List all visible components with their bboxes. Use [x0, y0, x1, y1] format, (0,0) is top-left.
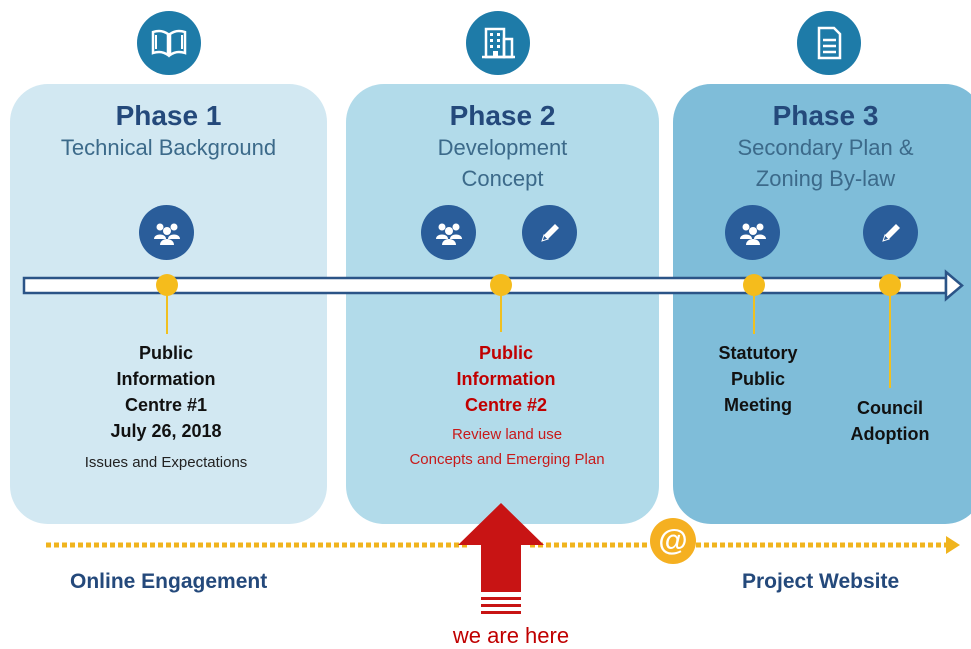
milestone-2-title: Public Information Centre #2: [406, 340, 606, 418]
we-are-here-label: we are here: [452, 623, 570, 648]
milestone-2-stem: [500, 290, 502, 332]
project-website-label: Project Website: [742, 570, 900, 593]
milestone-1-description: Issues and Expectations: [46, 450, 286, 475]
milestone-2-description-line: Review land use: [451, 426, 563, 443]
milestone-1-title-line: Public: [138, 343, 193, 363]
phase-2-title: Phase 2: [449, 100, 556, 131]
milestone-2-dot: [490, 274, 512, 296]
phase-2-subtitle: Development Concept: [346, 132, 659, 194]
phase-1-subtitle-line: Technical Background: [60, 135, 277, 160]
milestone-4-title-line: Council: [857, 398, 923, 418]
people-group-icon: [421, 205, 476, 260]
phase-1-subtitle: Technical Background: [10, 132, 327, 163]
milestone-3-title-line: Public: [730, 369, 785, 389]
milestone-2-title-line: Information: [456, 369, 556, 389]
milestone-3-stem: [753, 290, 755, 334]
engagement-dotted-arrow: [46, 536, 960, 554]
timeline-arrow: [22, 269, 964, 302]
milestone-1-stem: [166, 290, 168, 334]
milestone-3-title-line: Meeting: [723, 395, 792, 415]
milestone-2-description: Review land use Concepts and Emerging Pl…: [372, 422, 642, 472]
open-book-icon: [137, 11, 201, 75]
pencil-icon: [863, 205, 918, 260]
milestone-3-title-line: Statutory: [718, 343, 798, 363]
phase-1-panel: [10, 84, 327, 524]
online-engagement-label: Online Engagement: [70, 570, 268, 593]
milestone-2-description-line: Concepts and Emerging Plan: [409, 451, 605, 468]
milestone-1-title-line: Information: [116, 369, 216, 389]
phase-2-subtitle-line: Concept: [461, 166, 544, 191]
building-icon: [466, 11, 530, 75]
at-icon: @: [650, 518, 696, 564]
phase-3-title: Phase 3: [772, 100, 879, 131]
milestone-1-title-line: Centre #1: [124, 395, 208, 415]
phase-3-subtitle: Secondary Plan & Zoning By-law: [673, 132, 971, 194]
milestone-4-dot: [879, 274, 901, 296]
milestone-4-title: Council Adoption: [830, 395, 950, 447]
people-group-icon: [725, 205, 780, 260]
phase-2-panel: [346, 84, 659, 524]
at-symbol: @: [658, 524, 688, 557]
milestone-3-title: Statutory Public Meeting: [688, 340, 828, 418]
phase-2-subtitle-line: Development: [437, 135, 568, 160]
we-are-here-arrow: [458, 503, 544, 614]
pencil-icon: [522, 205, 577, 260]
milestone-1-dot: [156, 274, 178, 296]
milestone-3-dot: [743, 274, 765, 296]
milestone-4-title-line: Adoption: [850, 424, 930, 444]
phase-3-panel: [673, 84, 971, 524]
milestone-4-stem: [889, 290, 891, 388]
people-group-icon: [139, 205, 194, 260]
milestone-1-title: Public Information Centre #1 July 26, 20…: [66, 340, 266, 444]
phase-1-title: Phase 1: [115, 100, 222, 131]
milestone-2-title-line: Public: [478, 343, 533, 363]
milestone-1-title-line: July 26, 2018: [110, 421, 222, 441]
milestone-2-title-line: Centre #2: [464, 395, 548, 415]
phase-3-subtitle-line: Zoning By-law: [755, 166, 896, 191]
document-icon: [797, 11, 861, 75]
phase-3-subtitle-line: Secondary Plan &: [737, 135, 914, 160]
milestone-1-description-line: Issues and Expectations: [84, 454, 248, 471]
